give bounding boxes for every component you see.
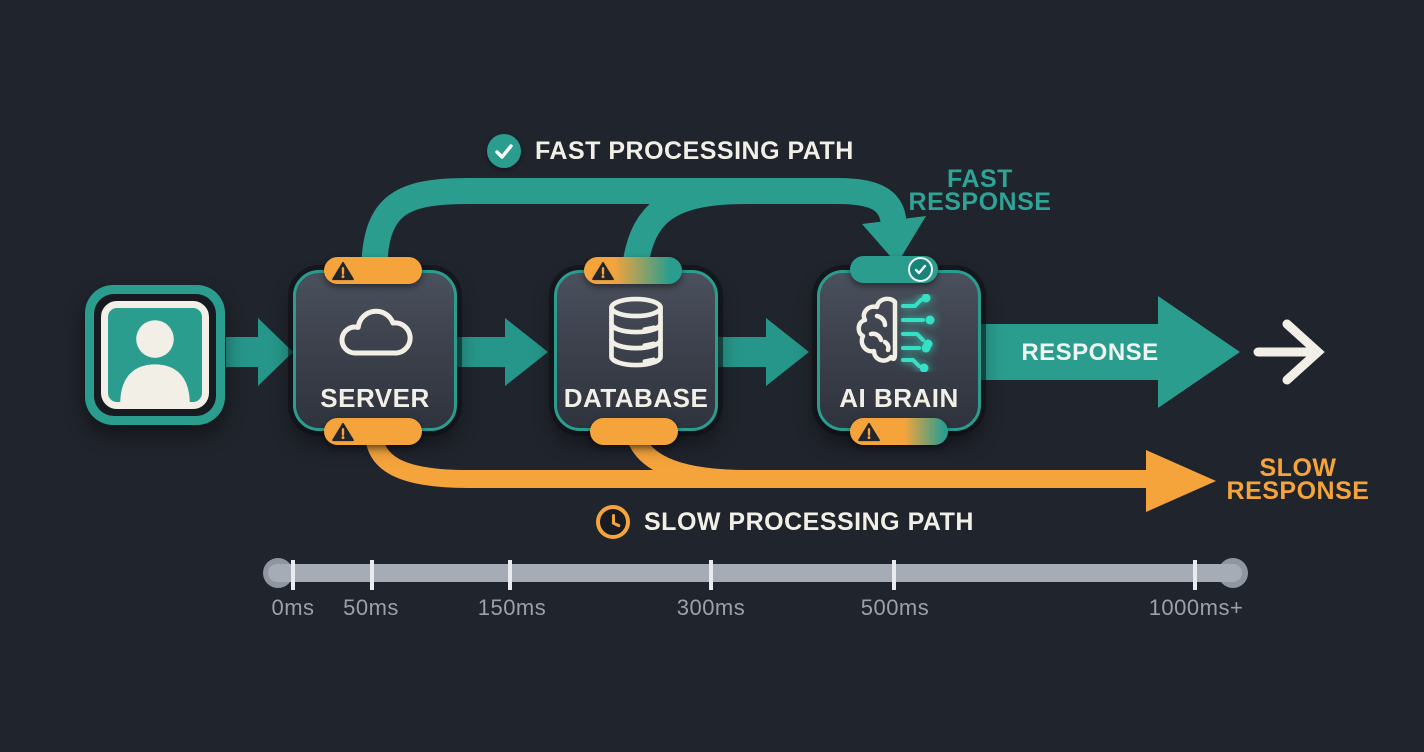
fast-path-line (361, 178, 906, 289)
brain-circuit-icon (849, 273, 949, 383)
warning-triangle-icon (332, 261, 354, 280)
timeline (263, 558, 1248, 590)
timeline-tick-label-0ms: 0ms (271, 595, 315, 620)
fast-response-label: FAST RESPONSE (908, 165, 1052, 216)
slow-path-title: SLOW PROCESSING PATH (596, 505, 974, 539)
timeline-tick-label-300ms: 300ms (676, 595, 746, 620)
warning-triangle-icon (332, 422, 354, 441)
check-circle-icon (487, 134, 521, 168)
warning-triangle-icon (592, 261, 614, 280)
timeline-tick-label-50ms: 50ms (343, 595, 399, 620)
timeline-bar (268, 564, 1242, 582)
database-label: DATABASE (563, 383, 709, 413)
fast-path-title-text: FAST PROCESSING PATH (535, 136, 854, 165)
output-arrow-icon (1253, 319, 1325, 385)
ai-brain-label: AI BRAIN (839, 383, 959, 413)
slow-path-title-text: SLOW PROCESSING PATH (644, 507, 974, 536)
server-label: SERVER (320, 383, 430, 413)
server-top-warning-badge (324, 257, 422, 284)
database-icon (603, 273, 669, 383)
user-icon (101, 301, 209, 409)
response-arrow-label: RESPONSE (1021, 339, 1159, 366)
database-bottom-badge (590, 418, 678, 445)
cloud-icon (329, 273, 421, 383)
arrow-user-to-server-icon (226, 318, 293, 386)
clock-icon (596, 505, 630, 539)
server-bottom-warning-badge (324, 418, 422, 445)
user-node (85, 285, 225, 425)
slow-response-label: SLOW RESPONSE (1226, 454, 1370, 505)
ai-bottom-warning-badge (850, 418, 948, 445)
fast-path-title: FAST PROCESSING PATH (487, 134, 854, 168)
slow-path-arrowhead-icon (1146, 450, 1216, 512)
arrow-server-to-database-icon (456, 318, 548, 386)
database-top-warning-badge (584, 257, 682, 284)
slow-path-line (365, 423, 1159, 488)
ai-brain-node: AI BRAIN (817, 270, 981, 431)
timeline-tick-label-1000ms: 1000ms+ (1148, 595, 1244, 620)
timeline-tick-label-150ms: 150ms (477, 595, 547, 620)
database-node: DATABASE (554, 270, 718, 431)
check-circle-icon (908, 257, 933, 282)
warning-triangle-icon (858, 422, 880, 441)
fast-path-database-branch (621, 178, 761, 289)
person-silhouette-icon (120, 320, 190, 402)
timeline-ticks (291, 560, 1197, 590)
timeline-tick-label-500ms: 500ms (860, 595, 930, 620)
fast-path-arrowhead-icon (862, 216, 926, 264)
response-arrow-icon (977, 296, 1240, 408)
arrow-database-to-ai-icon (716, 318, 809, 386)
server-node: SERVER (293, 270, 457, 431)
ai-top-success-badge (850, 256, 938, 283)
